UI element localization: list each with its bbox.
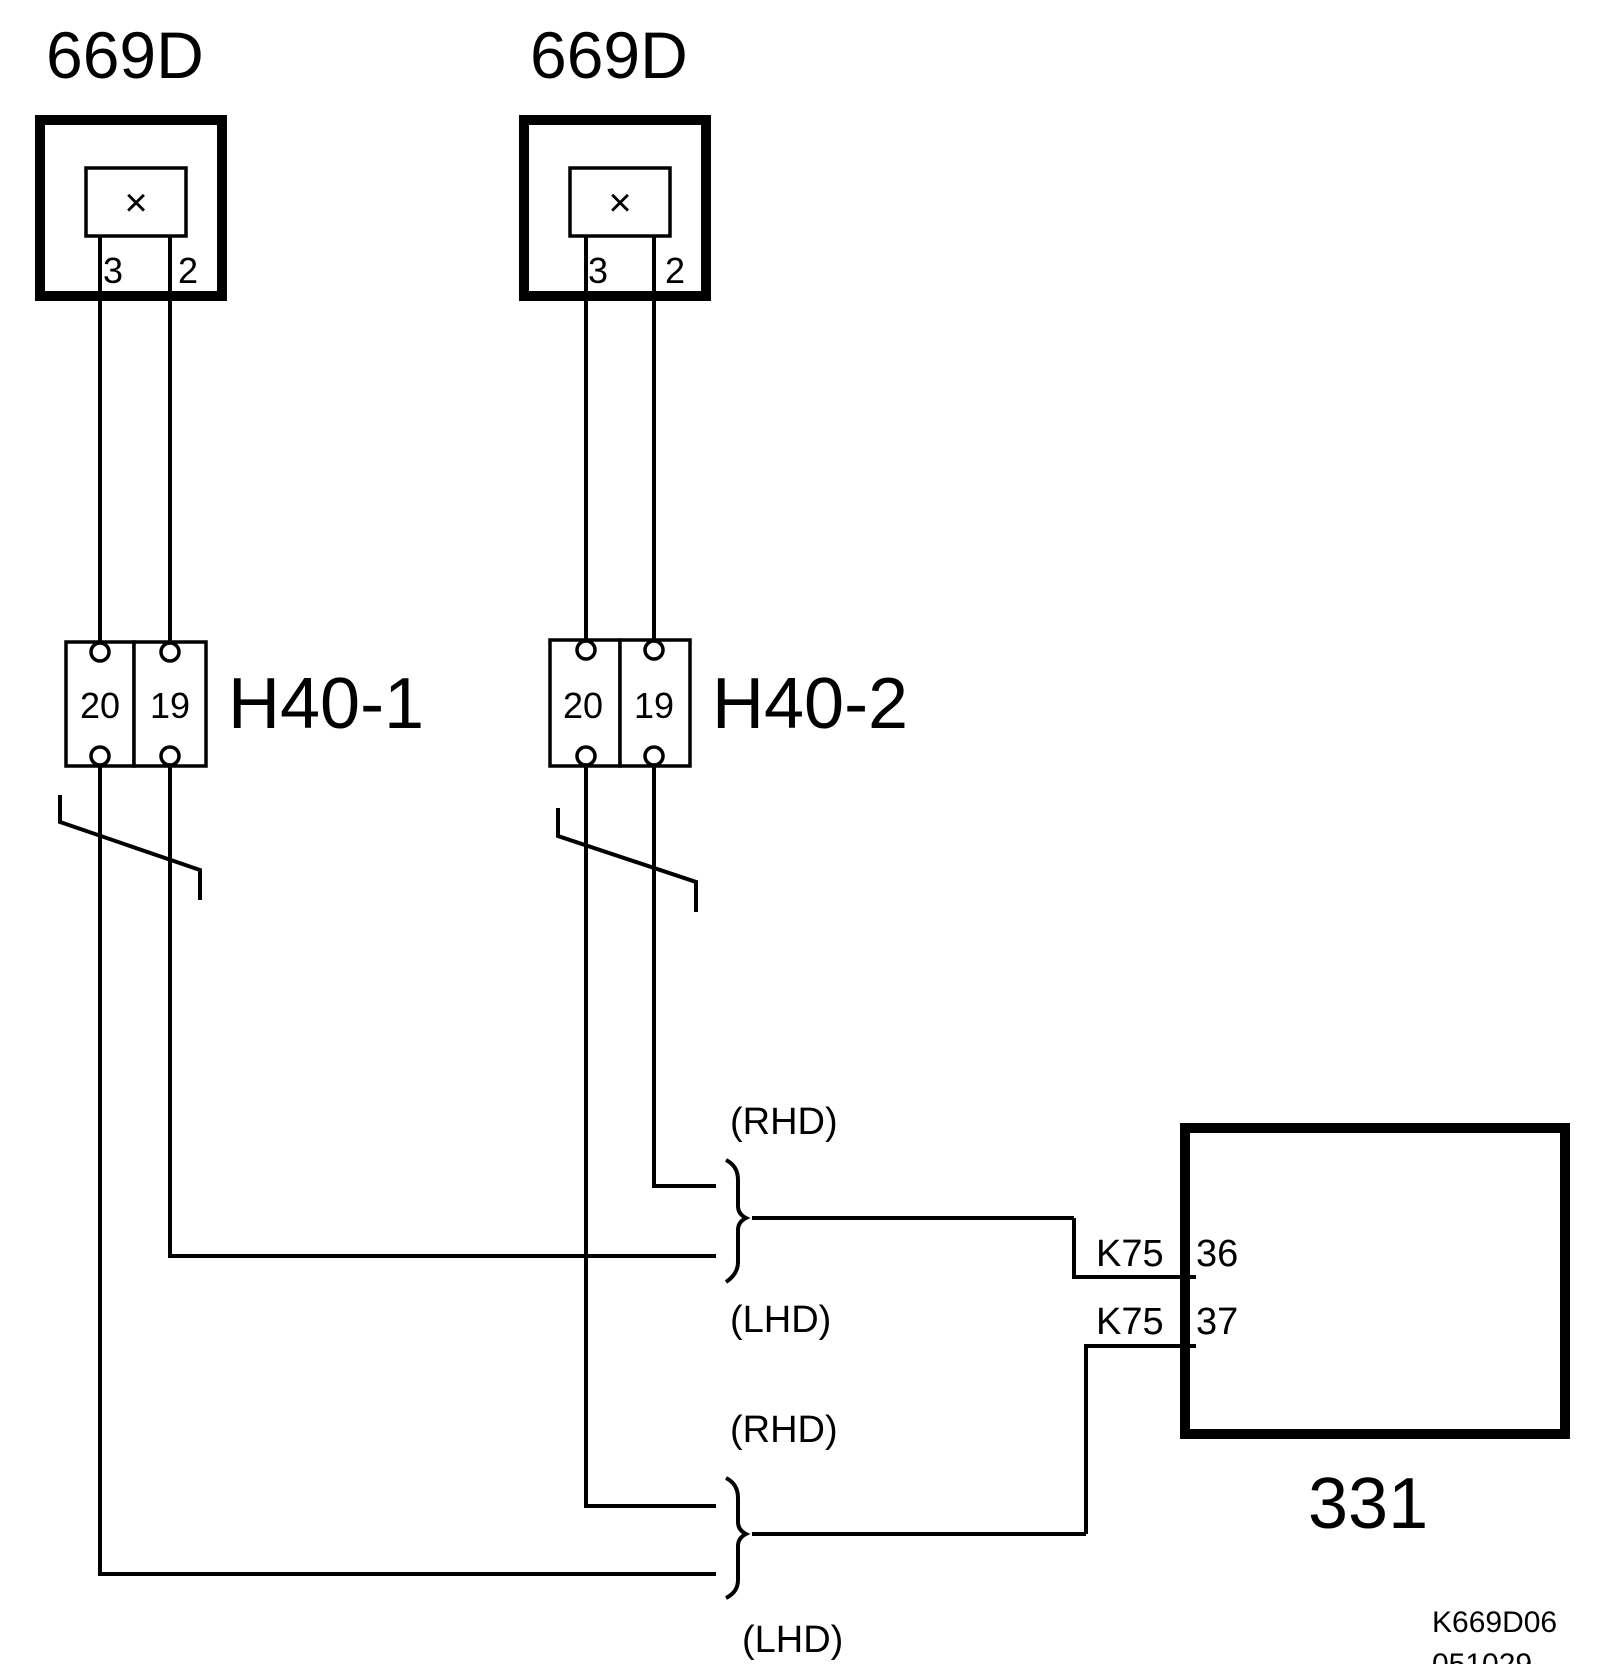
wire-k75-upper: K75 [1096,1233,1164,1275]
harness-wires [98,765,716,1576]
variant-selector-lower: (RHD) (LHD) [725,1409,1086,1661]
connector-h40-1-shield [58,795,202,900]
wire-k75-lower: K75 [1096,1301,1164,1343]
drawing-footer: K669D06 051029 [1432,1606,1557,1664]
connector-h40-1-label: H40-1 [228,664,424,744]
connector-h40-2-pin-20: 20 [563,685,603,726]
ecu-pin-36: 36 [1196,1233,1238,1275]
ecu-label: 331 [1308,1464,1428,1544]
sensor-left-element [84,166,188,238]
lower-lhd-label: (LHD) [742,1619,843,1661]
ecu-pin-37: 37 [1196,1301,1238,1343]
sensor-left-housing [35,115,227,301]
sensor-left-label: 669D [46,18,204,92]
sensor-left-pin-2: 2 [178,250,198,291]
sensor-right-pin-3: 3 [588,250,608,291]
lower-rhd-label: (RHD) [730,1409,838,1451]
lower-brace [725,1476,751,1600]
sensor-left-symbol: × [124,181,147,225]
sensor-left-pin-3: 3 [103,250,123,291]
sensor-wires [98,296,656,643]
connector-h40-1-pin-19: 19 [150,685,190,726]
connector-h40-2-cavity-20 [548,638,622,768]
connector-h40-2-shield [556,808,698,912]
ecu-housing [1180,1123,1570,1439]
ecu-331: 36 37 331 [1180,1123,1570,1544]
sensor-right: 669D × 3 2 [519,18,711,301]
sensor-right-symbol: × [608,181,631,225]
connector-h40-2-pin-19: 19 [634,685,674,726]
sensor-right-housing [519,115,711,301]
sensor-right-pin-2: 2 [665,250,685,291]
upper-lhd-label: (LHD) [730,1299,831,1341]
connector-h40-2: 20 19 H40-2 [548,638,908,912]
drawing-date: 051029 [1432,1648,1532,1664]
connector-h40-1: 20 19 H40-1 [58,640,424,900]
upper-brace [724,1158,751,1284]
connector-h40-1-pin-20: 20 [80,685,120,726]
sensor-right-element [568,166,672,238]
variant-selector-upper: (RHD) (LHD) [724,1101,1074,1341]
sensor-left: 669D × 3 2 [35,18,227,301]
upper-rhd-label: (RHD) [730,1101,838,1143]
connector-h40-2-cavity-19 [618,638,692,768]
connector-h40-2-label: H40-2 [712,664,908,744]
sensor-right-label: 669D [530,18,688,92]
drawing-id: K669D06 [1432,1606,1557,1639]
ecu-wires: K75 K75 [1072,1218,1196,1534]
